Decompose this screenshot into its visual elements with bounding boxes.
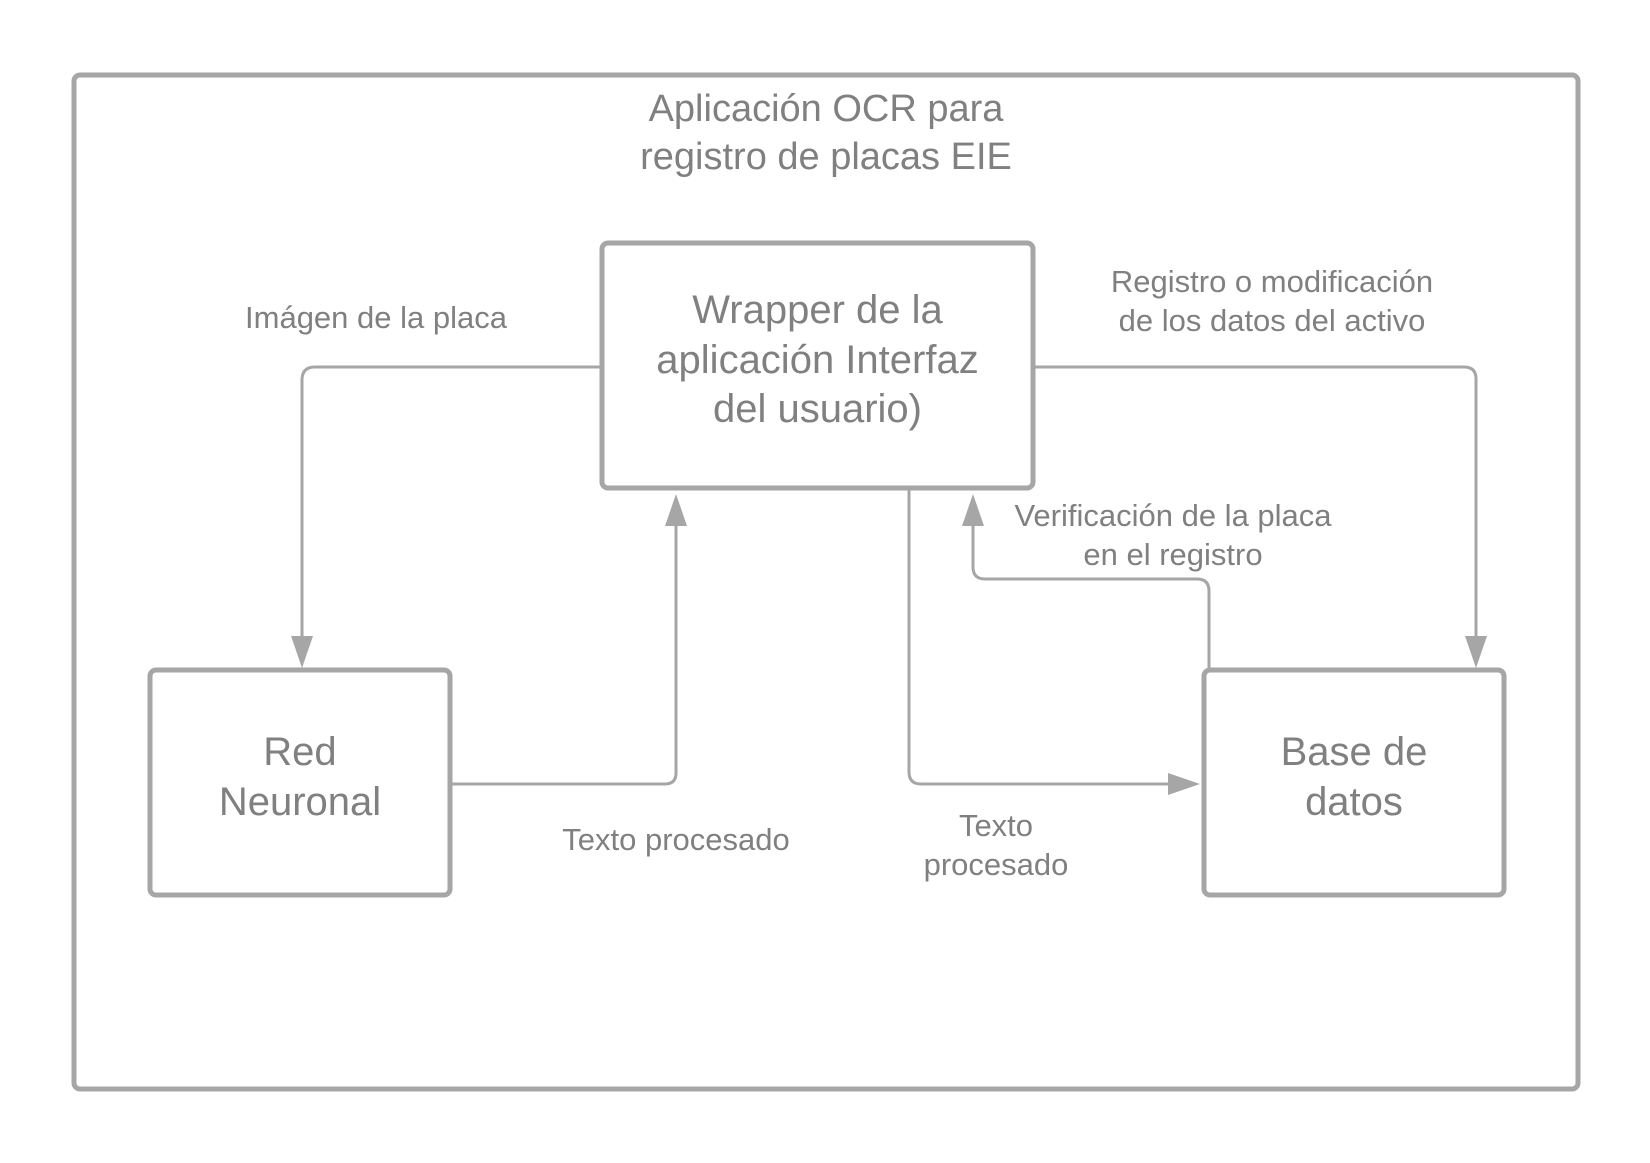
edge-verificacion-label-line-2: en el registro [1083, 537, 1263, 573]
edge-registro-label-line-2: de los datos del activo [1118, 303, 1426, 339]
wrapper-node-label-line-3: del usuario) [712, 387, 922, 432]
edge-imagen-line [300, 365, 602, 642]
base-datos-node-label-line-2: datos [1305, 779, 1403, 824]
arrowhead-to-wrapper-right [962, 494, 984, 526]
edge-texto-procesado-2-label-line-1: Texto [958, 808, 1034, 843]
edge-texto-procesado-2-label: Texto procesado [896, 806, 1096, 884]
base-datos-node-box [1201, 667, 1507, 898]
arrowhead-to-wrapper-left [665, 494, 687, 526]
arrowhead-to-base-left [1168, 773, 1200, 795]
wrapper-node-label-line-1: Wrapper de la [692, 288, 943, 332]
edge-registro-line [1033, 365, 1478, 642]
outer-container [71, 72, 1581, 1092]
base-datos-node-label: Base de datos [1204, 728, 1504, 827]
red-neuronal-node-label-line-2: Neuronal [218, 779, 382, 824]
edge-texto-procesado-2-line [907, 488, 1170, 786]
diagram-title-line-1: Aplicación OCR para [648, 88, 1004, 130]
edge-texto-procesado-1-label-line-1: Texto procesado [562, 822, 790, 857]
diagram-title-line-2: registro de placas EIE [640, 135, 1012, 178]
edge-texto-procesado-1-label: Texto procesado [536, 820, 816, 859]
arrowhead-to-base-top [1465, 636, 1487, 668]
edge-registro-label-line-1: Registro o modificación [1110, 264, 1434, 299]
arrowhead-to-red-neuronal [291, 636, 313, 668]
edge-verificacion-label-line-1: Verificación de la placa [1014, 498, 1332, 533]
edge-imagen-label: Imágen de la placa [216, 298, 536, 337]
edge-texto-procesado-1-line [450, 524, 678, 786]
base-datos-node-label-line-1: Base de [1280, 730, 1428, 774]
wrapper-node-label-line-2: aplicación Interfaz [656, 337, 979, 382]
edge-registro-label: Registro o modificación de los datos del… [1082, 262, 1462, 340]
edge-texto-procesado-2-label-line-2: procesado [923, 847, 1069, 883]
diagram-title: Aplicación OCR para registro de placas E… [576, 86, 1076, 182]
red-neuronal-node-label-line-1: Red [263, 730, 337, 774]
edge-verificacion-label: Verificación de la placa en el registro [983, 496, 1363, 574]
edge-imagen-label-line-1: Imágen de la placa [245, 300, 507, 335]
red-neuronal-node-label: Red Neuronal [150, 728, 450, 827]
edge-verificacion-line [971, 524, 1211, 670]
wrapper-node-label: Wrapper de la aplicación Interfaz del us… [602, 286, 1033, 435]
